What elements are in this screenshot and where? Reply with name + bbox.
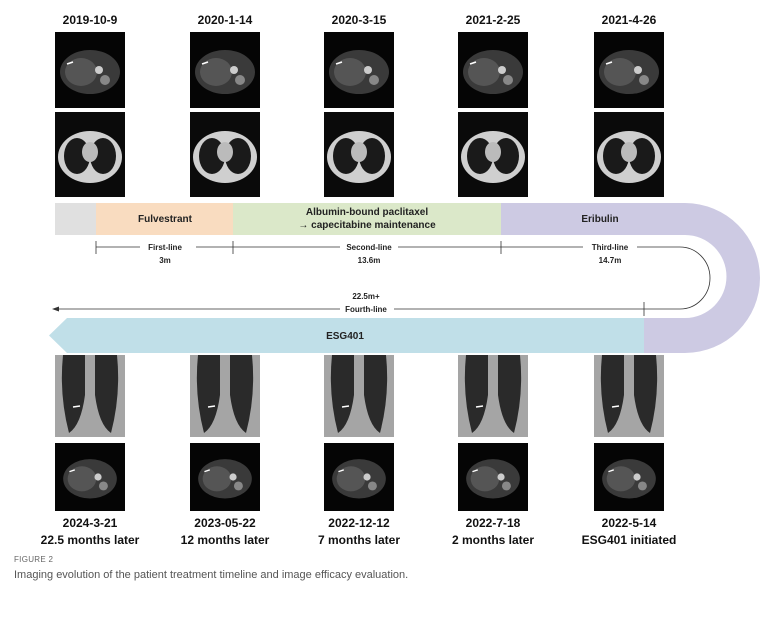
band-pre xyxy=(55,203,96,235)
second-line-label: Second-line xyxy=(346,243,392,252)
scan-timing-label: 7 months later xyxy=(317,533,401,547)
third-line-duration: 14.7m xyxy=(599,256,622,265)
chest-ct-image xyxy=(324,112,394,197)
band-esg401-arrow xyxy=(49,318,644,353)
chest-ct-image xyxy=(190,112,260,197)
liver-mri-image xyxy=(594,443,664,511)
label-fulvestrant: Fulvestrant xyxy=(138,214,193,225)
scan-date-top: 2019-10-9 xyxy=(62,13,118,27)
chest-ct-image xyxy=(458,112,528,197)
arrowhead xyxy=(52,306,59,312)
scan-date-bottom: 2022-7-18 xyxy=(465,516,521,530)
scan-date-top: 2021-4-26 xyxy=(601,13,657,27)
figure-caption: Imaging evolution of the patient treatme… xyxy=(14,569,409,581)
scan-date-top: 2021-2-25 xyxy=(465,13,521,27)
fourth-line-duration: 22.5m+ xyxy=(352,292,380,301)
scan-timing-label: 12 months later xyxy=(180,533,270,547)
scan-timing-label: ESG401 initiated xyxy=(581,533,677,547)
liver-mri-image xyxy=(594,32,664,108)
scan-date-bottom: 2022-12-12 xyxy=(328,516,390,530)
second-line-duration: 13.6m xyxy=(358,256,381,265)
liver-mri-image xyxy=(324,32,394,108)
band-eribulin xyxy=(501,203,760,353)
scan-timing-label: 22.5 months later xyxy=(40,533,140,547)
scan-date-bottom: 2024-3-21 xyxy=(62,516,118,530)
liver-mri-image xyxy=(55,32,125,108)
first-line-label: First-line xyxy=(148,243,182,252)
scan-timing-label: 2 months later xyxy=(451,533,535,547)
liver-mri-image xyxy=(458,32,528,108)
liver-mri-image xyxy=(324,443,394,511)
label-albumin-2: → capecitabine maintenance xyxy=(298,220,436,231)
liver-mri-image xyxy=(190,32,260,108)
scan-date-bottom: 2023-05-22 xyxy=(194,516,256,530)
band-fulvestrant xyxy=(96,203,233,235)
scan-date-top: 2020-1-14 xyxy=(197,13,253,27)
scan-date-bottom: 2022-5-14 xyxy=(601,516,657,530)
chest-ct-image xyxy=(55,112,125,197)
figure-label: FIGURE 2 xyxy=(14,555,54,564)
band-albumin xyxy=(233,203,501,235)
chest-ct-image xyxy=(594,112,664,197)
coronal-ct-image xyxy=(458,355,528,437)
label-albumin-1: Albumin-bound paclitaxel xyxy=(306,207,428,218)
coronal-ct-image xyxy=(594,355,664,437)
liver-mri-image xyxy=(458,443,528,511)
coronal-ct-image xyxy=(55,355,125,437)
coronal-ct-image xyxy=(190,355,260,437)
liver-mri-image xyxy=(55,443,125,511)
coronal-ct-image xyxy=(324,355,394,437)
label-esg401: ESG401 xyxy=(326,331,364,342)
liver-mri-image xyxy=(190,443,260,511)
third-line-label: Third-line xyxy=(592,243,629,252)
scan-date-top: 2020-3-15 xyxy=(331,13,387,27)
fourth-line-label: Fourth-line xyxy=(345,305,387,314)
label-eribulin: Eribulin xyxy=(581,214,618,225)
first-line-duration: 3m xyxy=(159,256,171,265)
